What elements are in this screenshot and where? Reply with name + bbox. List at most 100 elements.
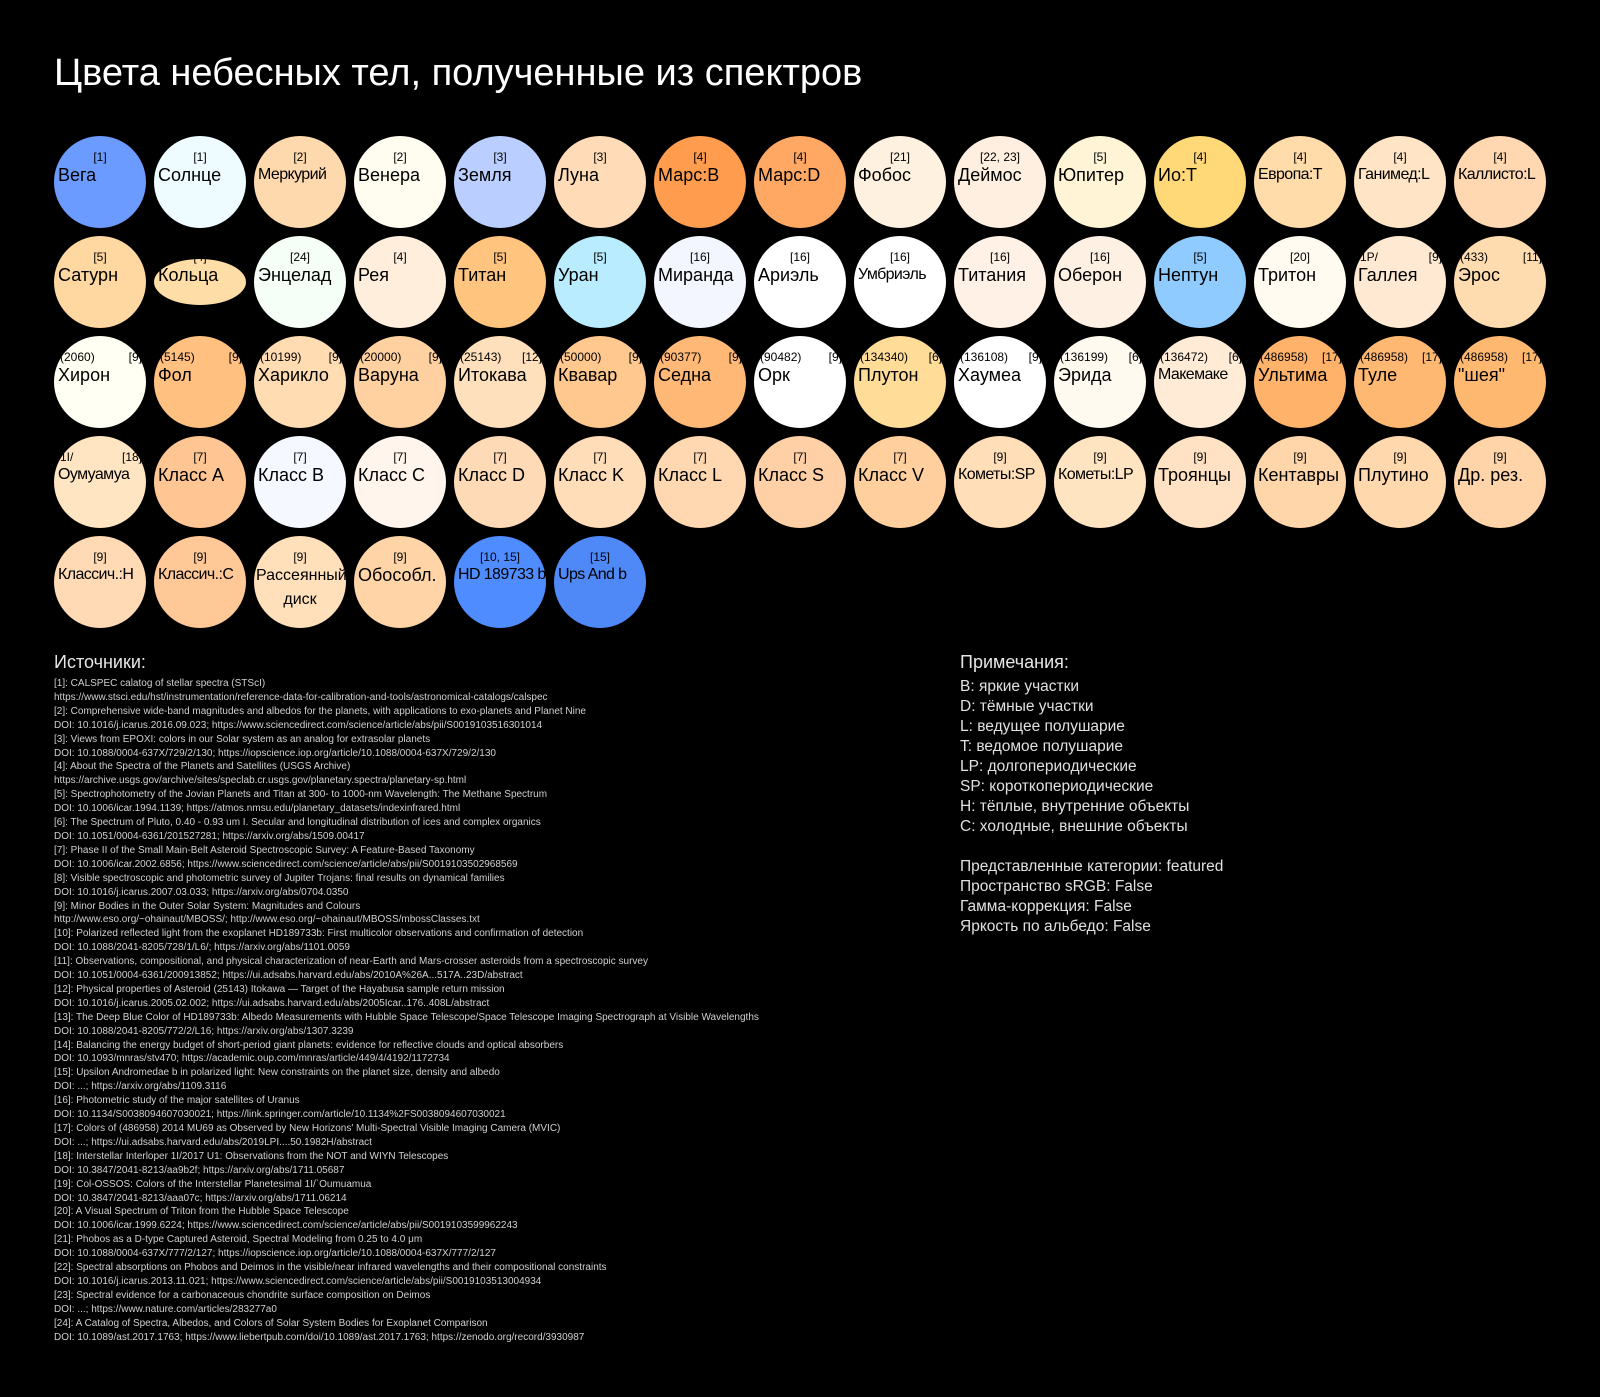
source-line: [9]: Minor Bodies in the Outer Solar Sys… xyxy=(54,900,361,912)
body-circle: (50000)[9]Квавар xyxy=(554,336,646,428)
body-name: Класс S xyxy=(758,465,825,485)
body-name: Классич.:C xyxy=(158,566,234,583)
body-circle: [7]Класс K xyxy=(554,436,646,528)
body-name: Плутино xyxy=(1358,465,1429,485)
body-name: Ио:T xyxy=(1158,165,1197,185)
body-ref-number: [6] xyxy=(1228,350,1242,364)
source-line: https://www.stsci.edu/hst/instrumentatio… xyxy=(54,691,548,703)
body-circle: [1]Вега xyxy=(54,136,146,228)
body-circle: [9]Др. рез. xyxy=(1454,436,1546,528)
source-line: DOI: 10.3847/2041-8213/aaa07c; https://a… xyxy=(54,1192,347,1204)
body-ref: [3] xyxy=(493,150,507,164)
body-ref: [7] xyxy=(193,450,207,464)
body-designation: (136199) xyxy=(1060,350,1109,364)
body-ref: [21] xyxy=(889,150,910,164)
body-ref-number: [17] xyxy=(1321,350,1342,364)
body-ref: [10, 15] xyxy=(479,550,521,564)
body-name: Хирон xyxy=(58,365,111,385)
body-ref: [1] xyxy=(93,150,107,164)
body-name: Седна xyxy=(658,365,712,385)
body-circle: [4]Каллисто:L xyxy=(1454,136,1546,228)
body-name: Титан xyxy=(458,265,507,285)
body-ref: [9] xyxy=(393,550,407,564)
body-circle: (486958)[17]"шея" xyxy=(1454,336,1546,428)
source-line: [7]: Phase II of the Small Main-Belt Ast… xyxy=(54,844,475,856)
source-line: [19]: Col-OSSOS: Colors of the Interstel… xyxy=(54,1178,372,1190)
setting-line: Гамма-коррекция: False xyxy=(960,898,1132,915)
source-line: DOI: 10.1016/j.icarus.2005.02.002; https… xyxy=(54,997,490,1009)
body-circle: [7]Класс L xyxy=(654,436,746,528)
body-ref-number: [6] xyxy=(928,350,942,364)
body-name: Варуна xyxy=(358,365,419,385)
body-name: Ганимед:L xyxy=(1358,166,1430,183)
source-line: DOI: 10.1051/0004-6361/200913852; https:… xyxy=(54,970,523,982)
body-ref: [7] xyxy=(393,450,407,464)
body-ref: [7] xyxy=(493,450,507,464)
body-circle: 1P/[9]Галлея xyxy=(1354,236,1446,328)
source-line: [4]: About the Spectra of the Planets an… xyxy=(54,761,351,773)
sources-list: [1]: CALSPEC calatog of stellar spectra … xyxy=(54,677,914,1345)
note-line: T: ведомое полушарие xyxy=(960,738,1123,755)
note-line: L: ведущее полушарие xyxy=(960,718,1125,735)
body-name: Эрида xyxy=(1058,365,1112,385)
body-circle: [21]Фобос xyxy=(854,136,946,228)
body-circle: (134340)[6]Плутон xyxy=(854,336,946,428)
body-circle: [7]Класс V xyxy=(854,436,946,528)
body-circle: (10199)[9]Харикло xyxy=(254,336,346,428)
source-line: DOI: 10.1051/0004-6361/201527281; https:… xyxy=(54,830,365,842)
source-line: [15]: Upsilon Andromedae b in polarized … xyxy=(54,1067,500,1079)
body-ref: [9] xyxy=(1193,450,1207,464)
body-name: Ups And b xyxy=(558,566,627,583)
notes-gap xyxy=(960,837,1560,857)
body-circle: (90377)[9]Седна xyxy=(654,336,746,428)
body-circle: (136199) [6] Эрида xyxy=(1054,336,1146,428)
body-circle: [22, 23]Деймос xyxy=(954,136,1046,228)
body-circle: (20000)[9]Варуна xyxy=(354,336,446,428)
body-ref-number: [6] xyxy=(1128,350,1142,364)
body-circle: (25143)[12]Итокава xyxy=(454,336,546,428)
body-ref: [16] xyxy=(689,250,710,264)
body-circle: [9]Обособл. xyxy=(354,536,446,628)
sources-title: Источники: xyxy=(54,652,146,672)
body-circle: [16]Титания xyxy=(954,236,1046,328)
body-designation: (10199) xyxy=(260,350,302,364)
body-grid: [1]Вега[1]Солнце[2]Меркурий[2]Венера[3]З… xyxy=(0,0,1600,640)
source-line: [3]: Views from EPOXI: colors in our Sol… xyxy=(54,733,431,745)
body-name: Хаумеа xyxy=(958,365,1022,385)
source-line: [18]: Interstellar Interloper 1I/2017 U1… xyxy=(54,1150,449,1162)
body-ref: [4] xyxy=(1193,150,1207,164)
source-line: DOI: 10.1088/2041-8205/728/1/L6/; https:… xyxy=(54,942,350,954)
body-name: Фол xyxy=(158,365,192,385)
body-ref: [7] xyxy=(893,450,907,464)
source-line: [5]: Spectrophotometry of the Jovian Pla… xyxy=(54,789,548,801)
body-name: Др. рез. xyxy=(1458,465,1524,485)
body-ref: [5] xyxy=(593,250,607,264)
body-ref: [4] xyxy=(1493,150,1507,164)
body-ref: [9] xyxy=(1393,450,1407,464)
body-ref-number: [9] xyxy=(128,350,142,364)
note-line: B: яркие участки xyxy=(960,678,1080,695)
body-name: Уран xyxy=(558,265,599,285)
source-line: DOI: ...; https://www.nature.com/article… xyxy=(54,1303,277,1315)
source-line: [21]: Phobos as a D-type Captured Astero… xyxy=(54,1234,423,1246)
body-name: Класс D xyxy=(458,465,525,485)
body-ref-number: [18] xyxy=(121,450,142,464)
body-name: Нептун xyxy=(1158,265,1219,285)
body-name: Марс:D xyxy=(758,165,821,185)
source-line: [2]: Comprehensive wide-band magnitudes … xyxy=(54,705,586,717)
body-ref: [5] xyxy=(93,250,107,264)
source-line: [17]: Colors of (486958) 2014 MU69 as Ob… xyxy=(54,1123,561,1134)
body-circle: [7]Класс D xyxy=(454,436,546,528)
source-line: [16]: Photometric study of the major sat… xyxy=(54,1095,300,1107)
body-ref: [4] xyxy=(1393,150,1407,164)
body-ref-number: [9] xyxy=(628,350,642,364)
body-ref: [3] xyxy=(593,150,607,164)
body-designation: (20000) xyxy=(360,350,402,364)
body-ref: [9] xyxy=(293,550,307,564)
body-ref-number: [11] xyxy=(1522,250,1542,264)
body-circle: [9]Троянцы xyxy=(1154,436,1246,528)
body-ref: [20] xyxy=(1289,250,1310,264)
body-ref: [5] xyxy=(1093,150,1107,164)
body-designation: (136108) xyxy=(960,350,1009,364)
